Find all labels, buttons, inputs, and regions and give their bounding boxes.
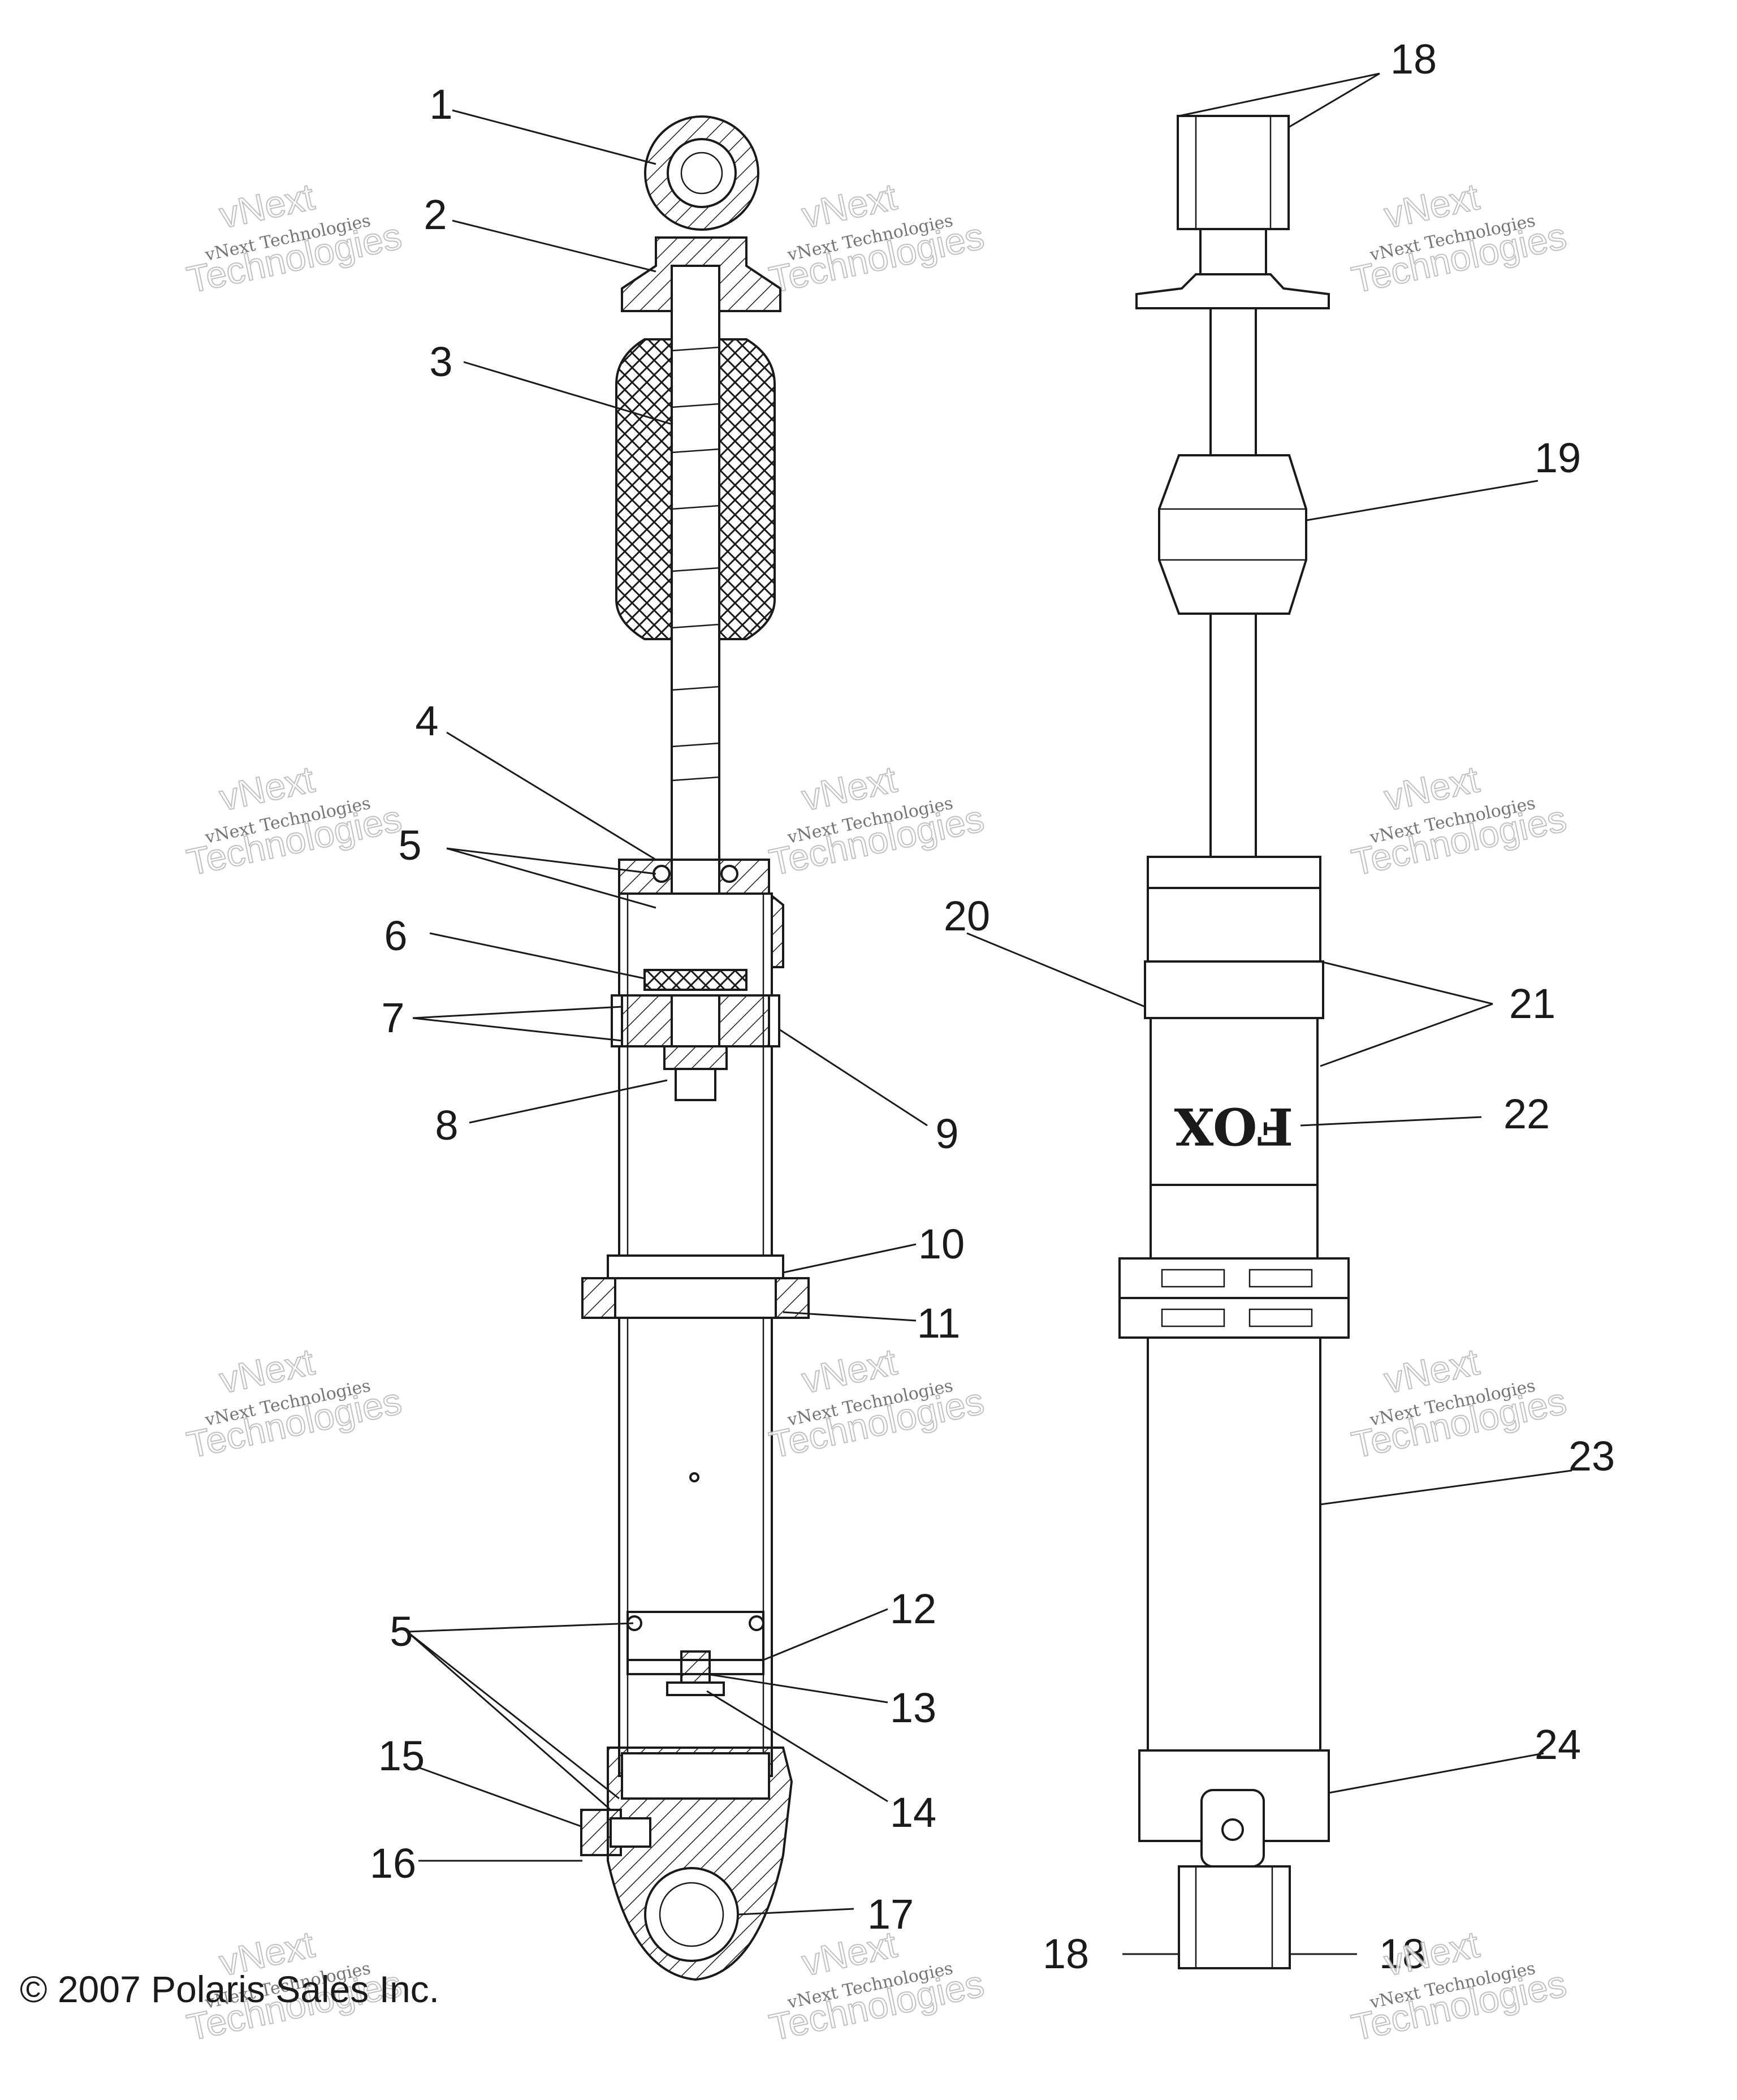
callout-7: 7 — [381, 994, 404, 1041]
body-tube-ext — [1147, 1336, 1321, 1752]
piston-band — [611, 994, 623, 1047]
callout-18c: 18 — [1379, 1930, 1425, 1977]
callout-2: 2 — [424, 191, 447, 238]
callout-18b: 18 — [1043, 1930, 1089, 1977]
callout-18a: 18 — [1390, 36, 1437, 83]
piston-center — [671, 994, 720, 1047]
reservoir-band — [1144, 960, 1324, 1019]
lower-eyelet-bushing — [644, 1867, 739, 1962]
body-top-ext — [1147, 887, 1321, 963]
shock-section-view — [580, 115, 810, 1981]
collar-hatch-right — [775, 1277, 810, 1319]
callout-1: 1 — [429, 81, 452, 128]
collar-hatch-left — [581, 1277, 616, 1319]
top-spring-seat — [1135, 273, 1330, 309]
callout-19: 19 — [1535, 434, 1581, 481]
callout-12: 12 — [890, 1585, 936, 1632]
callout-13: 13 — [890, 1684, 936, 1731]
body-ext — [1150, 1184, 1319, 1260]
lower-eyelet-bore — [659, 1882, 724, 1947]
seal-head-ext — [1147, 856, 1321, 889]
ifp-plug — [680, 1650, 711, 1684]
shaft-nut — [663, 1045, 728, 1070]
callout-22: 22 — [1503, 1090, 1550, 1137]
callout-21: 21 — [1509, 980, 1555, 1027]
callout-9: 9 — [935, 1110, 958, 1157]
callout-17: 17 — [867, 1891, 914, 1938]
callout-4: 4 — [415, 697, 438, 744]
callout-24: 24 — [1535, 1721, 1581, 1768]
shaft-end — [675, 1068, 716, 1101]
callout-8: 8 — [435, 1102, 458, 1149]
callout-14: 14 — [890, 1789, 936, 1836]
callout-11: 11 — [917, 1300, 961, 1347]
eyelet-bore — [680, 152, 723, 195]
valve-cap — [610, 1817, 651, 1848]
callout-16: 16 — [370, 1840, 416, 1887]
label-section — [1150, 1017, 1319, 1186]
bleed-hole — [689, 1472, 699, 1482]
top-bushing — [1177, 115, 1290, 230]
lower-mount-gap — [621, 1752, 770, 1800]
bump-stop-ext — [1158, 454, 1307, 615]
shaft-bands — [671, 346, 720, 782]
collar-ext-top — [1118, 1257, 1350, 1299]
bump-stop-right — [718, 338, 776, 640]
piston-washer — [643, 969, 747, 991]
collar-ext-bottom — [1118, 1297, 1350, 1339]
leader-lines — [407, 72, 1572, 1955]
callout-6: 6 — [384, 912, 407, 959]
top-spacer — [1199, 228, 1267, 275]
shock-exterior-view: FOX — [1118, 115, 1350, 1969]
lower-bushing-ext — [1178, 1865, 1291, 1969]
ifp-plug-base — [666, 1681, 725, 1696]
copyright-text: © 2007 Polaris Sales Inc. — [20, 1968, 439, 2010]
bump-stop — [615, 338, 673, 640]
piston-band-right — [768, 994, 780, 1047]
callout-5b: 5 — [390, 1608, 413, 1655]
eyelet-bushing — [667, 138, 737, 208]
callout-3: 3 — [429, 338, 452, 385]
callout-23: 23 — [1569, 1433, 1615, 1480]
callout-20: 20 — [944, 892, 990, 939]
fox-logo: FOX — [1174, 1096, 1294, 1156]
callouts: 1 2 3 4 5 6 7 8 9 10 11 12 13 14 5 15 16… — [370, 36, 1615, 1977]
callout-15: 15 — [378, 1732, 425, 1779]
callout-10: 10 — [918, 1221, 965, 1267]
callout-5a: 5 — [398, 822, 421, 869]
